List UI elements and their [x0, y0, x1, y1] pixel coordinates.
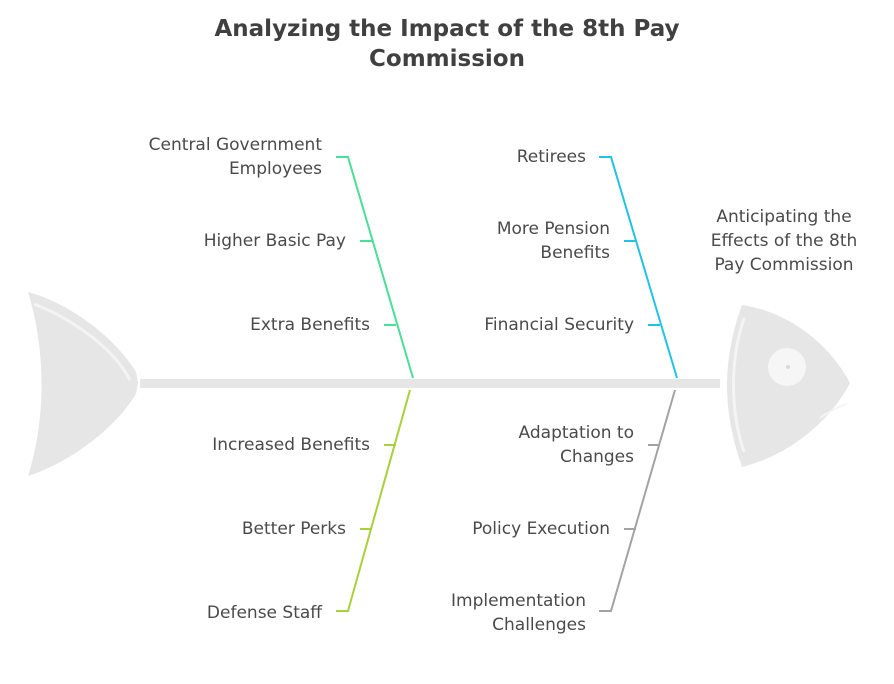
fish-mouth — [819, 403, 847, 419]
branch-line-central-government — [336, 156, 414, 379]
branch-top-right — [599, 156, 678, 379]
label-better-perks: Better Perks — [241, 519, 346, 539]
label-increased-benefits: Increased Benefits — [212, 435, 370, 455]
diagram-title: Analyzing the Impact of the 8th Pay Comm… — [0, 14, 894, 74]
label-effect-head: Anticipating the Effects of the 8th Pay … — [710, 207, 858, 275]
label-policy-execution: Policy Execution — [472, 519, 610, 539]
fish-head — [727, 305, 850, 467]
branch-line-defense-staff — [336, 389, 411, 612]
branch-line-retirees — [599, 156, 678, 379]
label-extra-benefits: Extra Benefits — [250, 315, 370, 335]
fish-pupil — [786, 365, 790, 369]
label-more-pension-benefits: More Pension Benefits — [496, 219, 610, 263]
fish-spine — [140, 379, 720, 388]
branch-bottom-right — [599, 389, 676, 612]
branch-line-implementation — [599, 389, 676, 612]
title-line-1: Analyzing the Impact of the 8th Pay — [214, 16, 680, 42]
label-financial-security: Financial Security — [484, 315, 634, 335]
label-central-government-employees: Central Government Employees — [148, 135, 322, 179]
fish-tail-inner — [33, 302, 132, 381]
fish-tail — [28, 292, 138, 476]
title-line-2: Commission — [369, 46, 525, 72]
fish-gill — [732, 317, 746, 453]
branch-top-left — [336, 156, 414, 379]
branch-bottom-left — [336, 389, 411, 612]
label-higher-basic-pay: Higher Basic Pay — [203, 231, 346, 251]
label-implementation-challenges: Implementation Challenges — [451, 591, 586, 635]
label-defense-staff: Defense Staff — [206, 603, 322, 623]
label-retirees: Retirees — [516, 147, 586, 167]
label-adaptation-to-changes: Adaptation to Changes — [518, 423, 634, 467]
